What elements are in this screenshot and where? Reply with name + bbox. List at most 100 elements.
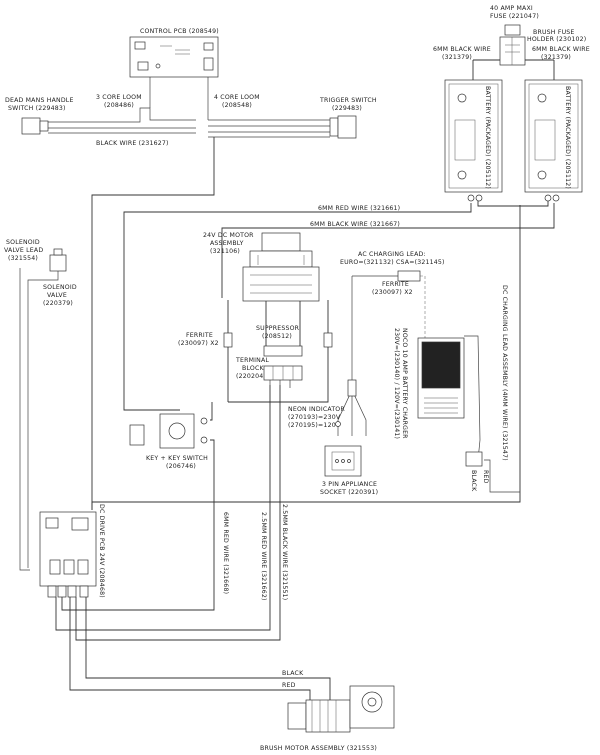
- pcb-red-to-motor: [69, 597, 311, 705]
- solenoid-valve-lead-label-1: SOLENOID: [6, 239, 40, 246]
- terminal-block: TERMINAL BLOCK (220204): [235, 357, 303, 388]
- control-pcb-traces: [160, 45, 190, 55]
- motor-housing-detail: [250, 255, 312, 294]
- key-switch-label-1: KEY + KEY SWITCH: [146, 455, 208, 462]
- brush-motor-fins: [311, 700, 337, 732]
- motor-assembly-label-2: ASSEMBLY: [210, 240, 244, 247]
- fuse-holder-detail: [505, 37, 520, 65]
- control-pcb-connector-b: [203, 42, 214, 51]
- battery-right-terminal-bottom: [537, 170, 547, 180]
- black-wire-left-label-2: (321379): [442, 54, 472, 61]
- dc-drive-pcb-label: DC DRIVE PCB 24V (208468): [98, 504, 105, 598]
- battery-right-case: [524, 79, 583, 193]
- loom-to-drive-pcb: [91, 137, 215, 510]
- brush-motor-end-cap: [287, 702, 307, 730]
- motor-top-cap: [261, 232, 301, 252]
- terminal-red-wire: [55, 385, 271, 631]
- maxi-fuse-label-2: FUSE (221047): [490, 13, 539, 20]
- terminal-block-leads: [269, 380, 291, 388]
- red-wire-top: [123, 203, 472, 411]
- suppressor: SUPPRESSOR (208512): [256, 325, 303, 357]
- ferrite-right-label-1: FERRITE: [382, 281, 409, 288]
- brush-motor-label: BRUSH MOTOR ASSEMBLY (321553): [260, 745, 377, 752]
- battery-right-label: BATTERY (PACKAGED) (205112): [564, 86, 571, 189]
- wire-red-label: RED: [282, 682, 296, 689]
- appliance-socket-face: [331, 451, 355, 471]
- control-pcb-led: [155, 63, 161, 69]
- three-core-loom-label-2: (208486): [104, 102, 134, 109]
- ferrite-left-core: [223, 332, 233, 348]
- brush-fuse-holder-label-1: BRUSH FUSE: [533, 29, 575, 36]
- brush-fuse-holder-label-2: HOLDER (230102): [527, 36, 586, 43]
- suppressor-label-2: (208512): [262, 333, 292, 340]
- dc-drive-pcb-relay: [71, 517, 89, 531]
- solenoid-valve-label-2: VALVE: [47, 292, 67, 299]
- battery-left: BATTERY (PACKAGED) (205112): [444, 79, 503, 202]
- key-switch-terminal-a: [200, 417, 208, 425]
- charger-dc-plug: [465, 451, 483, 467]
- ac-lead-to-charger: [420, 275, 426, 338]
- wire-black-label: BLACK: [282, 670, 304, 677]
- appliance-socket-pin-b: [341, 459, 345, 463]
- trigger-switch-body: [337, 115, 357, 139]
- control-pcb-connector-c: [203, 57, 214, 71]
- dead-mans-switch-plug: [39, 120, 49, 132]
- battery-right-handle: [534, 119, 556, 161]
- solenoid-valve-lead-label-2: VALVE LEAD: [4, 247, 43, 254]
- trigger-switch: TRIGGER SWITCH (229483): [319, 97, 377, 139]
- brush-motor: BRUSH MOTOR ASSEMBLY (321553): [260, 685, 395, 752]
- ferrite-left-label-1: FERRITE: [186, 332, 213, 339]
- dead-mans-switch-label-2: SWITCH (229483): [8, 105, 66, 112]
- brush-motor-shaft: [367, 697, 377, 707]
- charger-red-label: RED: [482, 470, 489, 484]
- appliance-socket-pin-c: [347, 459, 351, 463]
- ferrite-right-label-2: (230097) X2: [372, 289, 413, 296]
- dc-drive-pcb-cap-c: [77, 559, 89, 575]
- key-switch-barrel: [168, 422, 186, 440]
- control-pcb-label: CONTROL PCB (208549): [140, 28, 219, 35]
- battery-left-post-a: [467, 194, 475, 202]
- dc-drive-pcb-cap-b: [63, 559, 75, 575]
- battery-left-handle: [454, 119, 476, 161]
- charger-panel: [421, 341, 461, 389]
- maxi-fuse: 40 AMP MAXI FUSE (221047): [490, 5, 539, 66]
- ac-charging-lead-label-1: AC CHARGING LEAD:: [358, 251, 426, 258]
- solenoid-valve-body: [49, 254, 67, 272]
- motor-assembly-label-1: 24V DC MOTOR: [203, 232, 254, 239]
- dead-mans-switch-label-1: DEAD MANS HANDLE: [5, 97, 74, 104]
- neon-indicator-label-3: (270195)=120V: [288, 422, 341, 429]
- trigger-switch-label-1: TRIGGER SWITCH: [319, 97, 377, 104]
- dead-mans-switch: DEAD MANS HANDLE SWITCH (229483): [5, 97, 74, 135]
- battery-right-post-a: [544, 194, 552, 202]
- black-wire-top: [221, 203, 555, 298]
- battery-right-post-b: [552, 194, 560, 202]
- battery-left-inner: [448, 83, 499, 189]
- battery-right: BATTERY (PACKAGED) (205112): [524, 79, 583, 202]
- four-core-loom-label-2: (208548): [222, 102, 252, 109]
- motor-housing: [242, 266, 320, 302]
- charger-label-1: NOCO 10 AMP BATTERY CHARGER: [401, 328, 408, 439]
- dead-mans-switch-body: [21, 117, 41, 135]
- charger-dc-lead: [464, 335, 481, 461]
- four-core-loom-label-1: 4 CORE LOOM: [214, 94, 260, 101]
- appliance-socket: 3 PIN APPLIANCE SOCKET (220391): [320, 445, 378, 496]
- ac-charging-lead-label-2: EURO=(321132) CSA=(321145): [340, 259, 445, 266]
- solenoid-valve-label-1: SOLENOID: [43, 284, 77, 291]
- battery-right-inner: [528, 83, 579, 189]
- appliance-socket-label-1: 3 PIN APPLIANCE: [322, 481, 377, 488]
- key-switch: KEY + KEY SWITCH (206746): [129, 413, 208, 470]
- appliance-socket-label-2: SOCKET (220391): [320, 489, 378, 496]
- charger-dc-lead-b: [484, 459, 520, 493]
- solenoid-valve-lead: SOLENOID VALVE LEAD (321554): [4, 239, 43, 262]
- neon-indicator: NEON INDICATOR (270193)=230V (270195)=12…: [288, 406, 345, 429]
- three-core-loom-wire-a: [48, 107, 196, 123]
- solenoid-valve: SOLENOID VALVE (220379): [43, 248, 77, 307]
- red-wire-6mm-label: 6MM RED WIRE (321668): [222, 512, 229, 594]
- black-wire-right-label-1: 6MM BLACK WIRE: [532, 46, 590, 53]
- black-wire-loom-label: BLACK WIRE (231627): [96, 140, 169, 147]
- three-core-loom-label-1: 3 CORE LOOM: [96, 94, 142, 101]
- ac-charging-plug: [397, 270, 421, 282]
- ferrite-right-core: [323, 332, 333, 348]
- battery-left-case: [444, 79, 503, 193]
